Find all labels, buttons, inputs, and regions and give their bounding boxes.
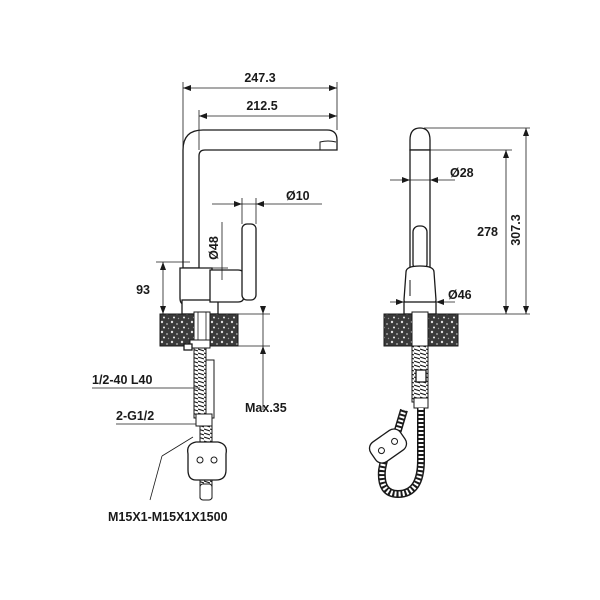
dim-dia-10: Ø10 <box>286 189 310 203</box>
side-view: 247.3 212.5 Ø10 Ø48 93 Max.35 1/2-4 <box>92 71 338 524</box>
dim-212-5: 212.5 <box>246 99 277 113</box>
front-hose-weight <box>368 428 408 464</box>
front-body <box>403 265 437 307</box>
side-nut <box>189 339 211 349</box>
front-view: Ø28 Ø46 278 307.3 <box>368 127 530 499</box>
dim-dia-46: Ø46 <box>448 288 472 302</box>
dim-307-3: 307.3 <box>509 214 523 245</box>
side-spout-outlet <box>319 140 337 150</box>
dim-93: 93 <box>136 283 150 297</box>
hose-spec-label: M15X1-M15X1X1500 <box>108 510 228 524</box>
front-handle <box>412 225 428 271</box>
front-connector <box>413 397 429 409</box>
dim-max-35: Max.35 <box>245 401 287 415</box>
dim-dia-28: Ø28 <box>450 166 474 180</box>
dim-247-3: 247.3 <box>244 71 275 85</box>
front-spout-head <box>409 127 431 151</box>
dim-278: 278 <box>477 225 498 239</box>
side-faucet-body <box>179 267 213 305</box>
front-mounting-stud <box>411 311 429 349</box>
side-hose-weight <box>187 441 227 481</box>
dim-connection: 2-G1/2 <box>116 409 154 423</box>
side-handle-lever <box>241 223 257 301</box>
side-hose-end <box>199 483 213 501</box>
side-supply-pipe <box>193 345 207 419</box>
side-handle-block <box>209 269 245 303</box>
side-connector <box>195 413 213 427</box>
side-spout-body <box>182 129 338 269</box>
side-supply-pipe-2 <box>205 359 215 419</box>
dim-dia-48: Ø48 <box>207 236 221 260</box>
dim-thread: 1/2-40 L40 <box>92 373 153 387</box>
